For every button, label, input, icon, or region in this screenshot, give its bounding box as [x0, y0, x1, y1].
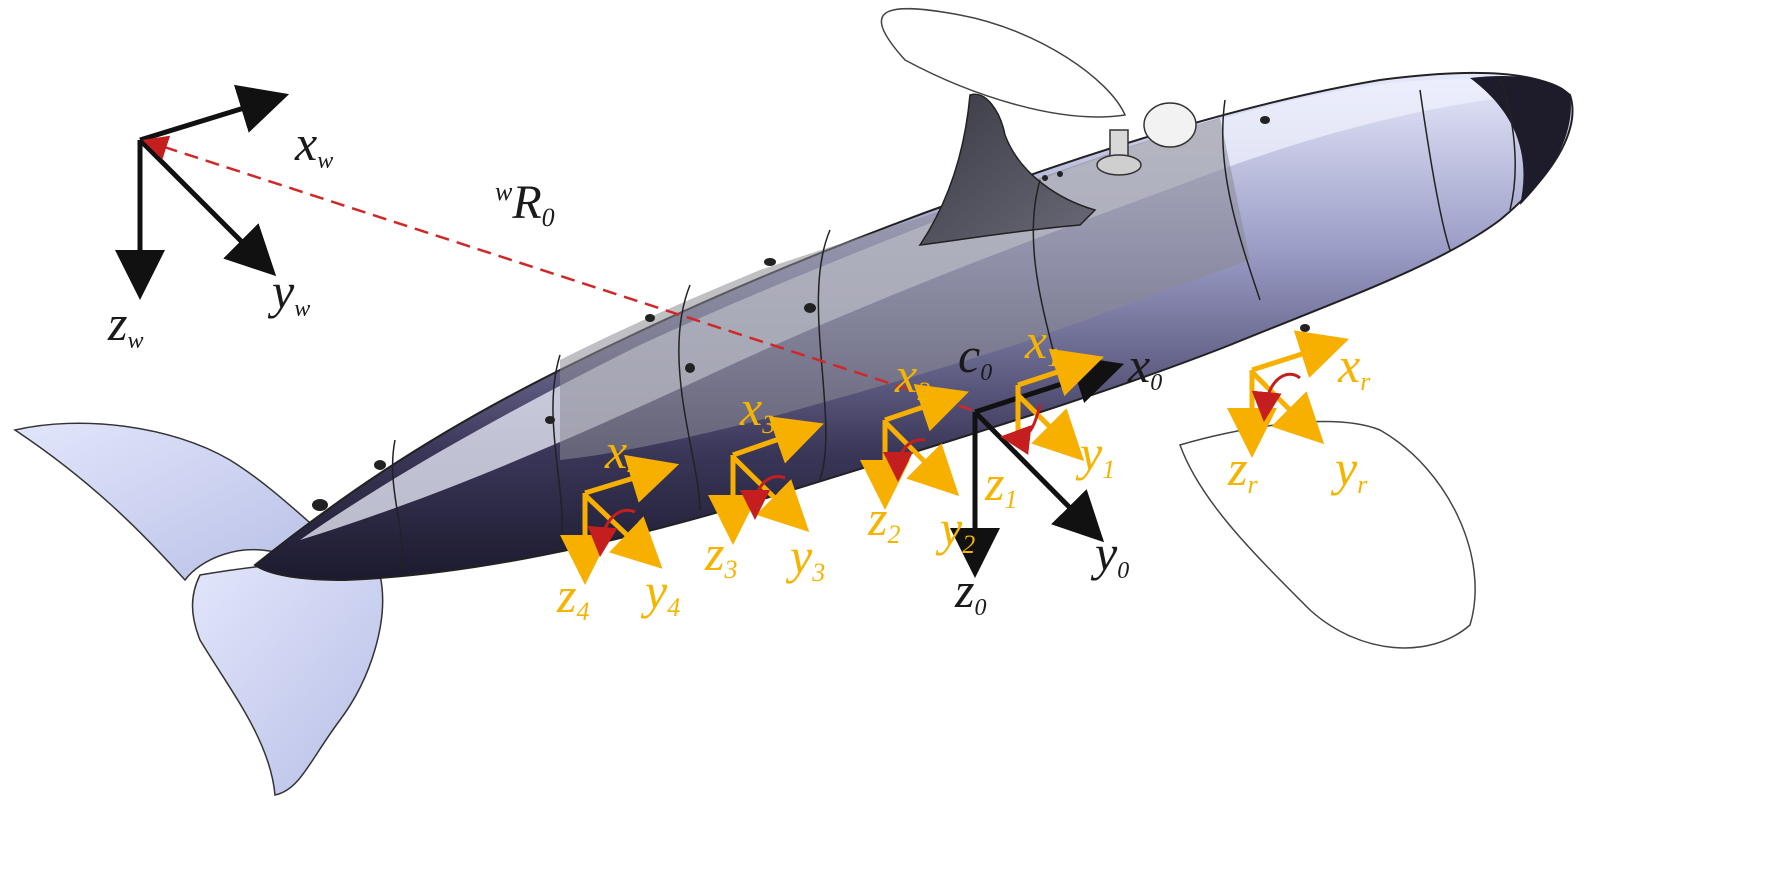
- seg1-rotation-arrow: [1000, 404, 1042, 455]
- segment-frame-3: x3 y3 z3: [704, 380, 825, 587]
- body-z-label: z0: [954, 562, 986, 621]
- seg4-z-label: z4: [556, 567, 589, 626]
- seg3-x-axis: [732, 416, 824, 464]
- world-x-label: xw: [294, 115, 333, 174]
- segr-rotation-arrow: [1251, 372, 1301, 422]
- body-origin-label: c0: [958, 327, 992, 386]
- seg3-x-label: x3: [739, 380, 775, 439]
- seg4-x-axis: [584, 454, 680, 503]
- segr-x-axis: [1251, 330, 1350, 378]
- body-y-axis: [973, 410, 1105, 543]
- transform-dashed-line: [142, 135, 973, 412]
- world-y-axis: [138, 138, 277, 277]
- seg1-z-label: z1: [984, 455, 1017, 514]
- seg2-x-label: x2: [894, 347, 930, 406]
- segment-frame-1: x1 y1 z1: [984, 313, 1115, 514]
- segment-frame-2: x2 y2 z2: [860, 347, 975, 559]
- seg1-x-axis: [1017, 348, 1105, 397]
- seg2-rotation-arrow: [883, 438, 926, 482]
- segr-y-label: yr: [1330, 440, 1368, 499]
- tail-fin-lower: [191, 562, 384, 796]
- pectoral-fin-top: [880, 7, 1127, 118]
- seg3-z-label: z3: [704, 525, 737, 584]
- seg2-x-axis: [884, 383, 969, 432]
- segment-frame-4: x4 y4 z4: [556, 423, 680, 626]
- seg3-rotation-arrow: [740, 475, 786, 520]
- seg4-rotation-arrow: [587, 508, 636, 557]
- segr-x-label: xr: [1337, 337, 1371, 396]
- world-z-label: zw: [107, 295, 143, 354]
- segr-z-label: zr: [1227, 440, 1258, 499]
- seg4-x-label: x4: [604, 423, 640, 482]
- seg2-y-axis: [883, 420, 960, 497]
- seg2-z-label: z2: [867, 490, 900, 549]
- transform-vector: wR0: [142, 135, 973, 412]
- seg3-y-label: y3: [785, 528, 825, 587]
- pectoral-fin-bottom: [1179, 420, 1476, 649]
- seg3-y-axis: [731, 455, 810, 533]
- body-frame: c0 x0 y0 z0: [950, 327, 1162, 621]
- seg1-y-label: y1: [1075, 425, 1115, 484]
- seg4-y-axis: [583, 493, 663, 569]
- world-x-axis: [139, 84, 290, 143]
- segment-frame-r: xr yr zr: [1227, 330, 1371, 499]
- dorsal-fin: [918, 93, 1097, 246]
- seg1-y-axis: [1016, 393, 1085, 462]
- world-frame: xw yw zw: [107, 84, 333, 354]
- fish-illustration: [13, 7, 1574, 796]
- seg1-x-label: x1: [1024, 313, 1060, 372]
- body-y-label: y0: [1090, 525, 1129, 584]
- seg4-y-label: y4: [640, 563, 680, 622]
- segr-y-axis: [1250, 370, 1325, 445]
- seg2-y-label: y2: [935, 500, 975, 559]
- world-y-label: yw: [267, 263, 310, 322]
- body-x-label: x0: [1127, 337, 1162, 396]
- transform-label: wR0: [495, 176, 555, 232]
